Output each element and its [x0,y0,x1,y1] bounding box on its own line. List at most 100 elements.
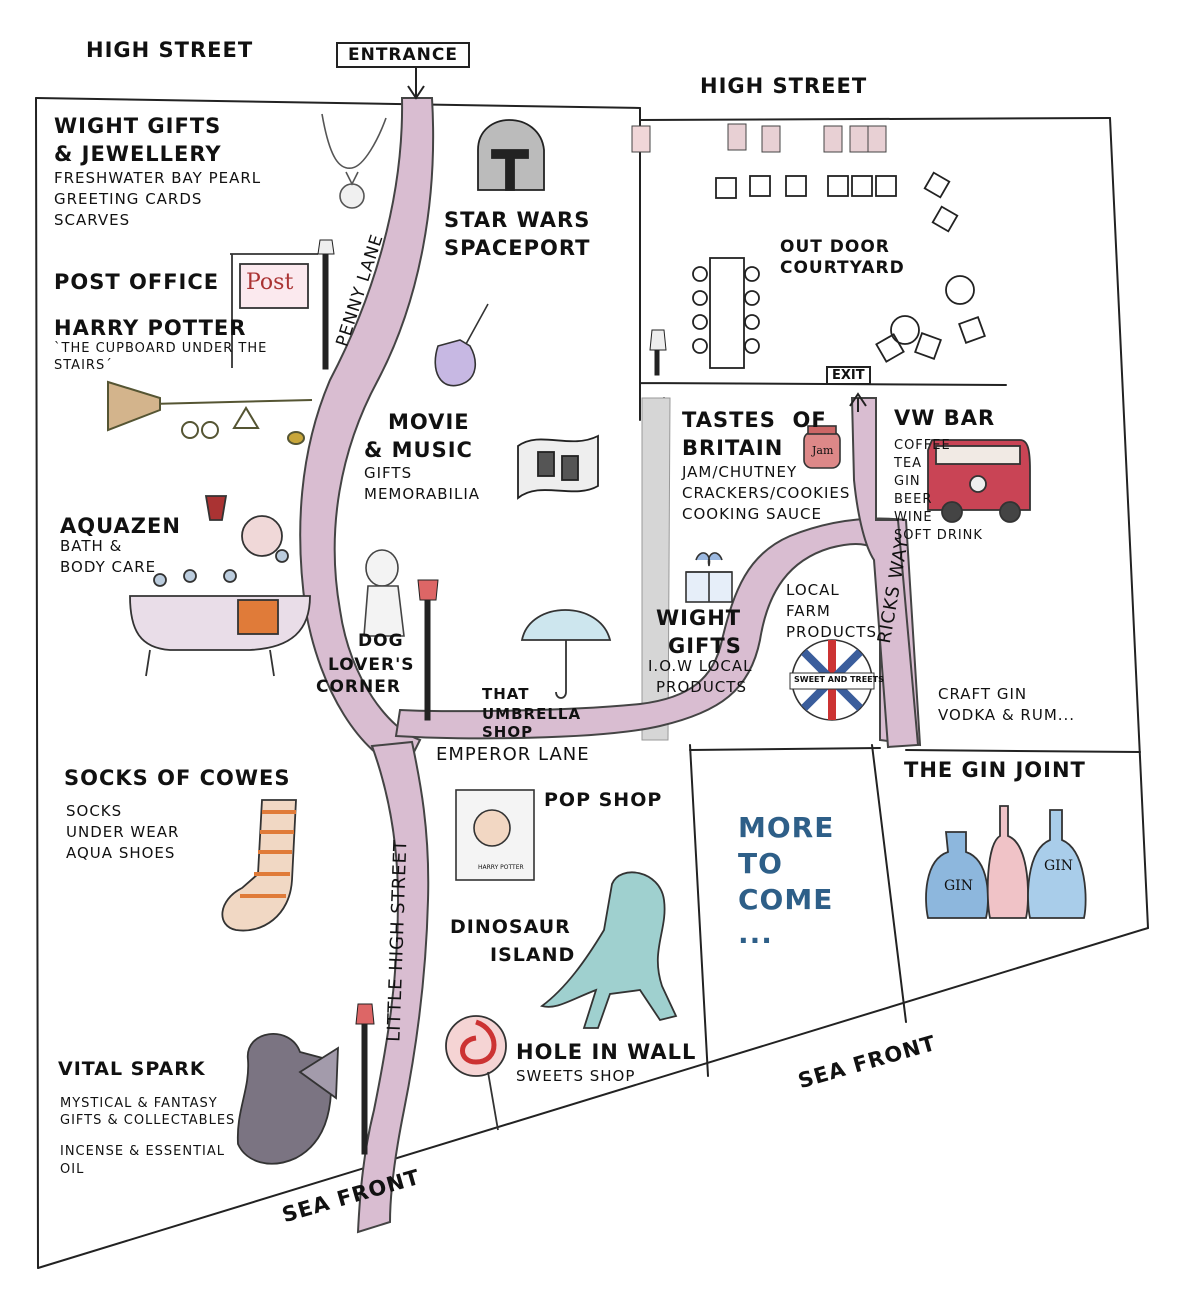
wight-gifts-jewellery-title-2: & JEWELLERY [54,142,222,166]
bench [931,205,959,233]
stall-divider-b [871,744,907,1023]
wight-gifts-local-title-2: GIFTS [668,634,742,658]
planters [631,123,887,153]
vw-bar-line: GIN [894,474,921,489]
gin-joint-title: THE GIN JOINT [904,758,1086,782]
wight-gifts-jewellery-line: SCARVES [54,211,131,229]
post-sign-drawing [230,253,318,368]
wight-gifts-jewellery-title-1: WIGHT GIFTS [54,114,222,138]
tastes-of-britain-line: COOKING SAUCE [682,505,822,523]
tastes-of-britain-title-2: BRITAIN [682,436,784,460]
bench [749,175,771,197]
courtyard-divider [639,117,1007,421]
union-jack-badge [789,639,875,721]
stool [692,266,708,282]
umbrella-drawing [520,609,612,699]
umbrella-title-2: UMBRELLA [482,705,582,723]
bench [923,171,951,199]
grey-walkway [641,397,671,741]
local-farm-line: PRODUCTS [786,623,877,641]
courtyard-title-2: COURTYARD [780,258,905,278]
local-farm-line: LOCAL [786,581,840,599]
more-divider [689,747,881,751]
emperor-lane-label: EMPEROR LANE [436,744,590,765]
little-high-street-path [356,740,430,1234]
wight-gifts-local-line: I.O.W LOCAL [648,657,753,675]
dinosaur-island-title-1: DINOSAUR [450,916,571,938]
dog-drawing [363,549,405,637]
guitar-drawing [434,303,489,387]
stool [744,314,760,330]
vw-van-drawing [927,439,1031,523]
left-boundary [35,97,39,1269]
tastes-of-britain-line: JAM/CHUTNEY [682,463,798,481]
tastes-of-britain-title-1: TASTES OF [682,408,827,432]
harry-potter-title: HARRY POTTER [54,316,247,340]
round-table [945,275,975,305]
vw-bar-line: BEER [894,492,933,507]
exit-arrow [849,392,867,412]
harry-potter-line: STAIRS´ [54,358,113,373]
mandalorian-helmet [477,119,545,191]
bench [785,175,807,197]
entrance-arrow [407,68,425,100]
lollipop-drawing [445,1015,507,1131]
vital-spark-line: GIFTS & COLLECTABLES [60,1113,236,1128]
vw-bar-line: SOFT DRINK [894,528,983,543]
bench [827,175,849,197]
dog-lovers-title-2: LOVER'S [328,655,415,675]
tastes-of-britain-line: CRACKERS/COOKIES [682,484,851,502]
socks-of-cowes-line: UNDER WEAR [66,823,180,841]
courtyard-title-1: OUT DOOR [780,237,890,257]
gin-joint-line: VODKA & RUM... [938,706,1076,724]
pop-box-drawing [455,789,535,881]
sweet-and-treets-badge-text: SWEET AND TREETS [794,675,884,684]
gift-box-drawing [685,552,733,603]
pop-shop-title: POP SHOP [544,789,663,811]
dog-lovers-title-3: CORNER [316,677,401,697]
socks-of-cowes-title: SOCKS OF COWES [64,766,291,790]
vw-bar-line: TEA [894,456,923,471]
high-street-label-right: HIGH STREET [700,74,868,98]
vw-bar-title: VW BAR [894,406,996,430]
stool [744,266,760,282]
vital-spark-line: INCENSE & ESSENTIAL [60,1144,226,1159]
vital-spark-title: VITAL SPARK [58,1058,206,1080]
umbrella-title-1: THAT [482,685,530,703]
umbrella-title-3: SHOP [482,723,534,741]
wight-gifts-local-title-1: WIGHT [656,606,742,630]
bench [958,316,986,344]
lamp-posts [317,239,667,1155]
bench [914,332,942,360]
dog-lovers-title-1: DOG [358,631,404,651]
necklace-drawing [321,113,387,209]
gin-divider [905,749,1141,753]
gin-joint-line: CRAFT GIN [938,685,1028,703]
entrance-label: ENTRANCE [336,42,470,68]
post-office-title: POST OFFICE [54,270,220,294]
bench [875,333,905,363]
gin-bottle-label: GIN [944,878,973,894]
more-to-come-line: TO [738,847,783,880]
stool [692,338,708,354]
star-wars-title-1: STAR WARS [444,208,591,232]
more-to-come-line: COME [738,883,834,916]
harry-potter-line: `THE CUPBOARD UNDER THE [54,341,268,356]
courtyard-long-table [709,257,745,369]
hole-in-wall-line: SWEETS SHOP [516,1067,636,1085]
dinosaur-drawing [540,871,678,1029]
broom-drawing [107,380,313,445]
film-strip [517,434,599,500]
vital-spark-line: MYSTICAL & FANTASY [60,1096,218,1111]
aquazen-line: BATH & [60,537,123,555]
gin-bottles-drawing [925,805,1087,919]
stool [744,290,760,306]
wight-gifts-jewellery-line: FRESHWATER BAY PEARL [54,169,262,187]
gin-bottle-label: GIN [1044,858,1073,874]
movie-music-line: GIFTS [364,464,413,482]
exit-label: EXIT [826,366,871,385]
wight-gifts-local-line: PRODUCTS [656,678,747,696]
movie-music-line: MEMORABILIA [364,485,480,503]
high-street-edge-right [639,107,1111,121]
